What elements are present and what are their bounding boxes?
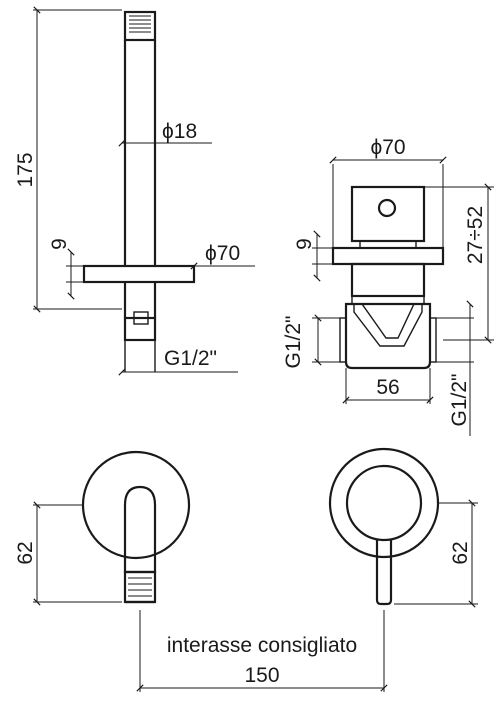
spout-outlet — [123, 570, 157, 604]
dim-spout-diameter: ϕ18 — [162, 120, 197, 143]
center-distance-caption: interasse consigliato — [167, 634, 357, 657]
cartridge-seat — [353, 303, 423, 347]
rosette-plate-left — [82, 264, 196, 284]
rosette-plate-right — [331, 246, 445, 266]
spout-side-view: 175 ϕ18 9 ϕ70 G1/2" — [14, 6, 255, 376]
dim-spout-height: 175 — [14, 152, 37, 187]
mixer-side-view: ϕ70 9 27÷52 G1/2" 56 G1/2" — [282, 136, 494, 436]
valve-body — [344, 302, 432, 370]
spout-rosette-front — [81, 450, 191, 560]
dim-center-distance: 150 — [244, 664, 279, 687]
dim-inlet-thread-right: G1/2" — [448, 374, 471, 427]
handle-hole — [377, 198, 397, 218]
connector-nut — [123, 316, 157, 342]
dim-mixer-diameter: ϕ70 — [370, 136, 405, 159]
dim-front-height-right: 62 — [449, 541, 472, 564]
dim-rosette-thickness-left: 9 — [48, 238, 71, 250]
dim-front-height-left: 62 — [14, 541, 37, 564]
mixer-lever — [375, 540, 393, 606]
dim-spout-thread: G1/2" — [164, 347, 217, 370]
dim-rosette-diameter-left: ϕ70 — [205, 242, 240, 265]
dim-body-width: 56 — [376, 376, 399, 399]
dim-adjust-range: 27÷52 — [464, 206, 487, 264]
center-distance-dimension: interasse consigliato 150 — [136, 610, 388, 692]
mixer-handle-block — [350, 185, 426, 243]
aerator — [123, 10, 157, 42]
spout-front-view: 62 — [14, 450, 191, 606]
dim-inlet-thread-left: G1/2" — [282, 316, 305, 369]
dim-rosette-thickness-right: 9 — [293, 238, 316, 250]
mixer-cap-front — [345, 464, 423, 542]
spout-neck — [123, 485, 157, 574]
mixer-front-view: 62 — [328, 447, 478, 608]
